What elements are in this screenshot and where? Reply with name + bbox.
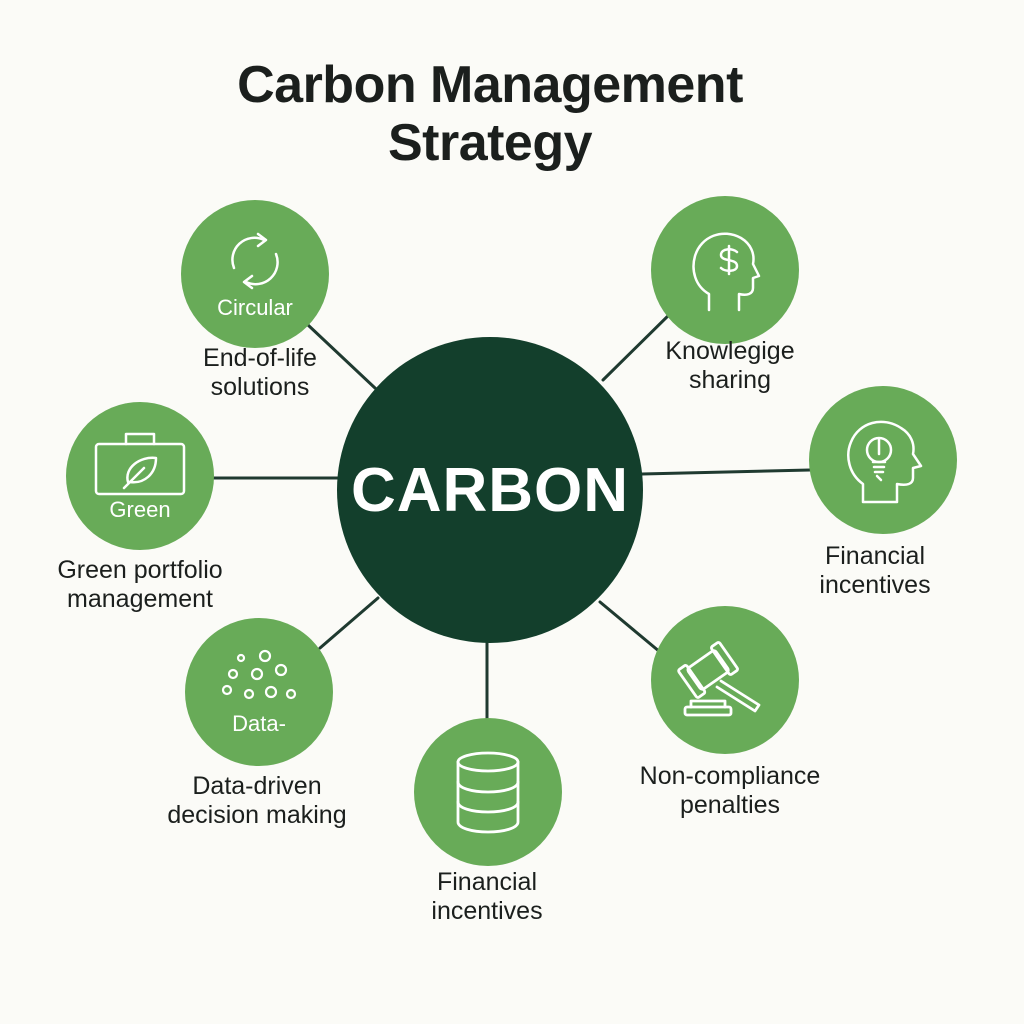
node-financial-incentives-bottom	[414, 718, 562, 866]
connector-circular	[306, 323, 377, 390]
caption-line: incentives	[819, 571, 931, 599]
caption-line: Financial	[436, 868, 538, 896]
title-line-2: Strategy	[387, 114, 593, 172]
recycle-arrows-icon	[216, 228, 294, 294]
caption-financial-incentives-bottom: Financial incentives	[387, 868, 587, 926]
caption-line: penalties	[679, 791, 781, 819]
gavel-icon	[675, 635, 775, 725]
caption-knowledge-sharing: Knowlegige sharing	[630, 337, 830, 395]
caption-non-compliance: Non-compliance penalties	[615, 762, 845, 820]
caption-line: solutions	[210, 373, 310, 401]
caption-line: sharing	[689, 366, 771, 394]
caption-line: Knowlegige	[665, 337, 795, 365]
node-green-portfolio: Green	[66, 402, 214, 550]
caption-data-driven: Data-driven decision making	[142, 772, 372, 830]
caption-line: decision making	[167, 801, 347, 829]
node-inner-text: Green	[109, 497, 171, 522]
center-label: CARBON	[350, 455, 630, 525]
caption-line: Non-compliance	[639, 762, 821, 790]
caption-line: incentives	[431, 897, 543, 925]
head-dollar-icon	[685, 224, 765, 316]
head-lightbulb-icon	[841, 412, 925, 508]
caption-line: Data-driven	[192, 772, 322, 800]
caption-line: Financial	[824, 542, 926, 570]
scattered-dots-icon	[219, 648, 299, 710]
center-circle: CARBON	[337, 337, 643, 643]
diagram-title: Carbon Management Strategy	[130, 56, 850, 172]
caption-financial-incentives-right: Financial incentives	[775, 542, 975, 600]
title-line-1: Carbon Management	[237, 56, 743, 114]
node-inner-text: Data-	[232, 711, 286, 736]
database-icon	[452, 750, 524, 834]
node-knowledge-sharing	[651, 196, 799, 344]
connector-data	[318, 596, 380, 650]
node-non-compliance	[651, 606, 799, 754]
briefcase-leaf-icon	[90, 430, 190, 496]
caption-end-of-life: End-of-life solutions	[160, 344, 360, 402]
node-inner-text: Circular	[217, 295, 293, 320]
connector-penalties	[598, 600, 662, 654]
caption-green-portfolio: Green portfolio management	[30, 556, 250, 614]
node-data-driven: Data-	[185, 618, 333, 766]
caption-line: End-of-life	[203, 344, 317, 372]
caption-line: management	[67, 585, 213, 613]
node-circular: Circular	[181, 200, 329, 348]
node-financial-incentives-right	[809, 386, 957, 534]
caption-line: Green portfolio	[57, 556, 223, 584]
connector-knowledge	[601, 306, 678, 382]
connector-financial-right	[640, 468, 812, 476]
